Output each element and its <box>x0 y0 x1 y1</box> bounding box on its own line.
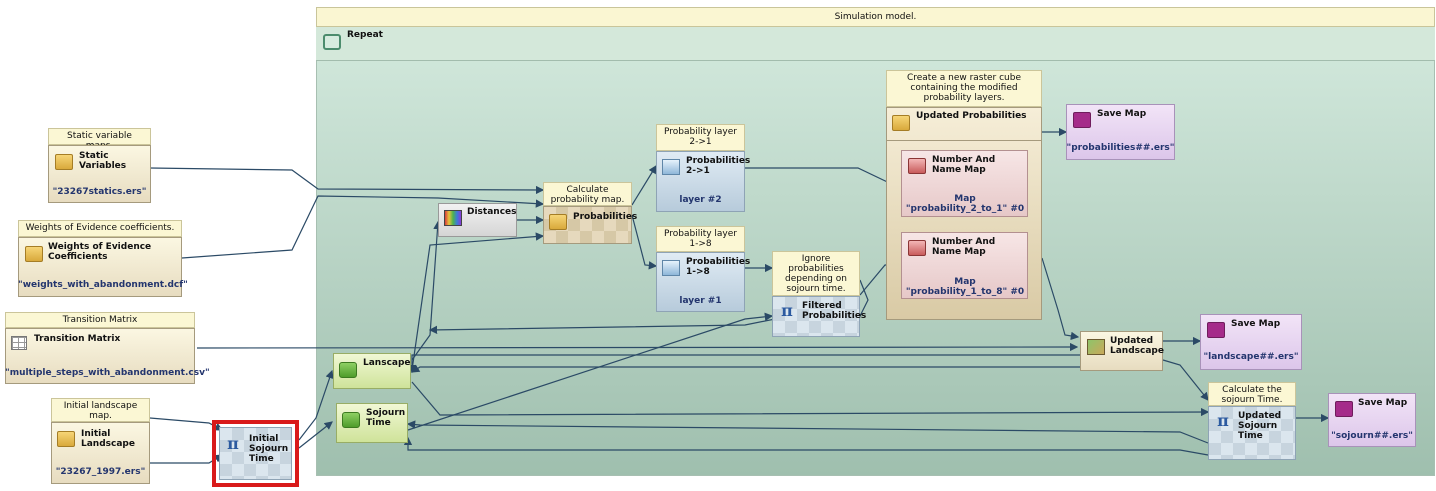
edge <box>1162 359 1209 401</box>
initial-landscape-value: "23267_1997.ers" <box>55 467 146 477</box>
repeat-icon <box>323 34 341 50</box>
sojourn-time-label: Sojourn Time <box>366 408 406 428</box>
number-and-name-map-1-label: Number And Name Map <box>932 155 996 175</box>
arrow-icon <box>339 362 357 378</box>
arrow-icon <box>342 412 360 428</box>
simulation-model-title: Simulation model. <box>316 7 1435 27</box>
edge <box>411 220 442 361</box>
save-disk-icon <box>1335 401 1353 417</box>
map-icon <box>908 240 926 256</box>
save-map-probabilities-label: Save Map <box>1097 109 1147 119</box>
static-variables-label: Static Variables <box>79 151 127 171</box>
updated-sojourn-time-box[interactable] <box>1208 406 1296 460</box>
distances-label: Distances <box>467 207 517 217</box>
probability-layer-1-8-note: Probability layer 1->8 <box>656 226 745 252</box>
table-icon <box>11 336 27 350</box>
filtered-probabilities-label: Filtered Probabilities <box>802 301 867 321</box>
folder-icon <box>55 154 73 170</box>
map-icon <box>908 158 926 174</box>
probability-layer-2-1-note: Probability layer 2->1 <box>656 124 745 151</box>
save-map-landscape-value: "landscape##.ers" <box>1203 352 1299 362</box>
save-disk-icon <box>1207 322 1225 338</box>
folder-icon <box>57 431 75 447</box>
pi-icon: π <box>781 301 793 320</box>
filtered-probabilities-note: Ignore probabilities depending on sojour… <box>772 251 860 296</box>
transition-matrix-value: "multiple_steps_with_abandonment.csv" <box>5 368 210 378</box>
save-map-probabilities-value: "probabilities##.ers" <box>1066 143 1175 153</box>
save-map-landscape-label: Save Map <box>1231 319 1281 329</box>
static-variables-value: "23267statics.ers" <box>52 187 147 197</box>
edge <box>149 167 545 195</box>
woe-coefficients-box[interactable] <box>18 237 182 297</box>
edge <box>406 420 1209 444</box>
edge <box>631 164 657 206</box>
edge <box>407 312 774 431</box>
updated-probabilities-note: Create a new raster cube containing the … <box>886 70 1042 107</box>
edge <box>181 195 545 259</box>
edge <box>410 364 1080 373</box>
edge <box>411 232 545 371</box>
lanscape-label: Lanscape <box>363 358 411 368</box>
edge <box>631 214 658 270</box>
woe-note: Weights of Evidence coefficients. <box>18 220 182 237</box>
edge <box>407 354 1080 374</box>
repeat-label: Repeat <box>347 30 383 40</box>
save-disk-icon <box>1073 112 1091 128</box>
save-map-sojourn-label: Save Map <box>1358 398 1408 408</box>
folder-icon <box>892 115 910 131</box>
edge <box>1041 257 1080 341</box>
pi-icon: π <box>1217 411 1229 430</box>
edge <box>149 417 224 431</box>
probabilities-label: Probabilities <box>573 212 638 222</box>
folder-icon <box>549 214 567 230</box>
updated-landscape-label: Updated Landscape <box>1110 336 1164 356</box>
group-divider <box>886 140 1042 141</box>
edge <box>298 421 333 449</box>
edge <box>298 369 334 441</box>
edge <box>196 342 1079 352</box>
edge <box>403 436 1209 456</box>
calculate-probability-note: Calculate probability map. <box>543 182 632 206</box>
probabilities-2-1-value: layer #2 <box>679 195 722 205</box>
static-variables-box[interactable] <box>48 145 151 203</box>
initial-sojourn-time-label: Initial Sojourn Time <box>249 434 289 464</box>
probabilities-1-8-value: layer #1 <box>679 296 722 306</box>
woe-label: Weights of Evidence Coefficients <box>48 242 152 262</box>
updated-probabilities-label: Updated Probabilities <box>916 111 1027 121</box>
initial-landscape-label: Initial Landscape <box>81 429 135 449</box>
edge <box>745 167 902 189</box>
updated-sojourn-time-label: Updated Sojourn Time <box>1238 411 1282 441</box>
repeat-header[interactable] <box>316 27 1435 61</box>
folder-icon <box>25 246 43 262</box>
save-map-sojourn-value: "sojourn##.ers" <box>1331 431 1413 441</box>
pi-icon: π <box>227 434 239 453</box>
initial-landscape-note: Initial landscape map. <box>51 398 150 422</box>
number-and-name-map-1-value: Map "probability_2_to_1" #0 <box>905 194 1025 214</box>
layer-icon <box>662 159 680 175</box>
edge <box>411 381 1210 417</box>
number-and-name-map-2-value: Map "probability_1_to_8" #0 <box>905 277 1025 297</box>
selection-highlight <box>212 420 299 487</box>
woe-value: "weights_with_abandonment.dcf" <box>18 280 188 290</box>
filtered-probabilities-box[interactable] <box>772 296 860 337</box>
transition-matrix-note: Transition Matrix <box>5 312 195 328</box>
static-variables-note: Static variable maps. <box>48 128 151 151</box>
layer-icon <box>662 260 680 276</box>
probabilities-2-1-label: Probabilities 2->1 <box>686 156 751 176</box>
transition-matrix-box[interactable] <box>5 328 195 384</box>
edge <box>150 454 224 464</box>
number-and-name-map-2-label: Number And Name Map <box>932 237 996 257</box>
transition-matrix-label: Transition Matrix <box>34 334 121 344</box>
image-icon <box>1087 339 1105 355</box>
initial-sojourn-time-box[interactable] <box>219 427 292 480</box>
probabilities-1-8-label: Probabilities 1->8 <box>686 257 751 277</box>
rainbow-icon <box>444 210 462 226</box>
updated-sojourn-time-note: Calculate the sojourn Time. <box>1208 382 1296 406</box>
